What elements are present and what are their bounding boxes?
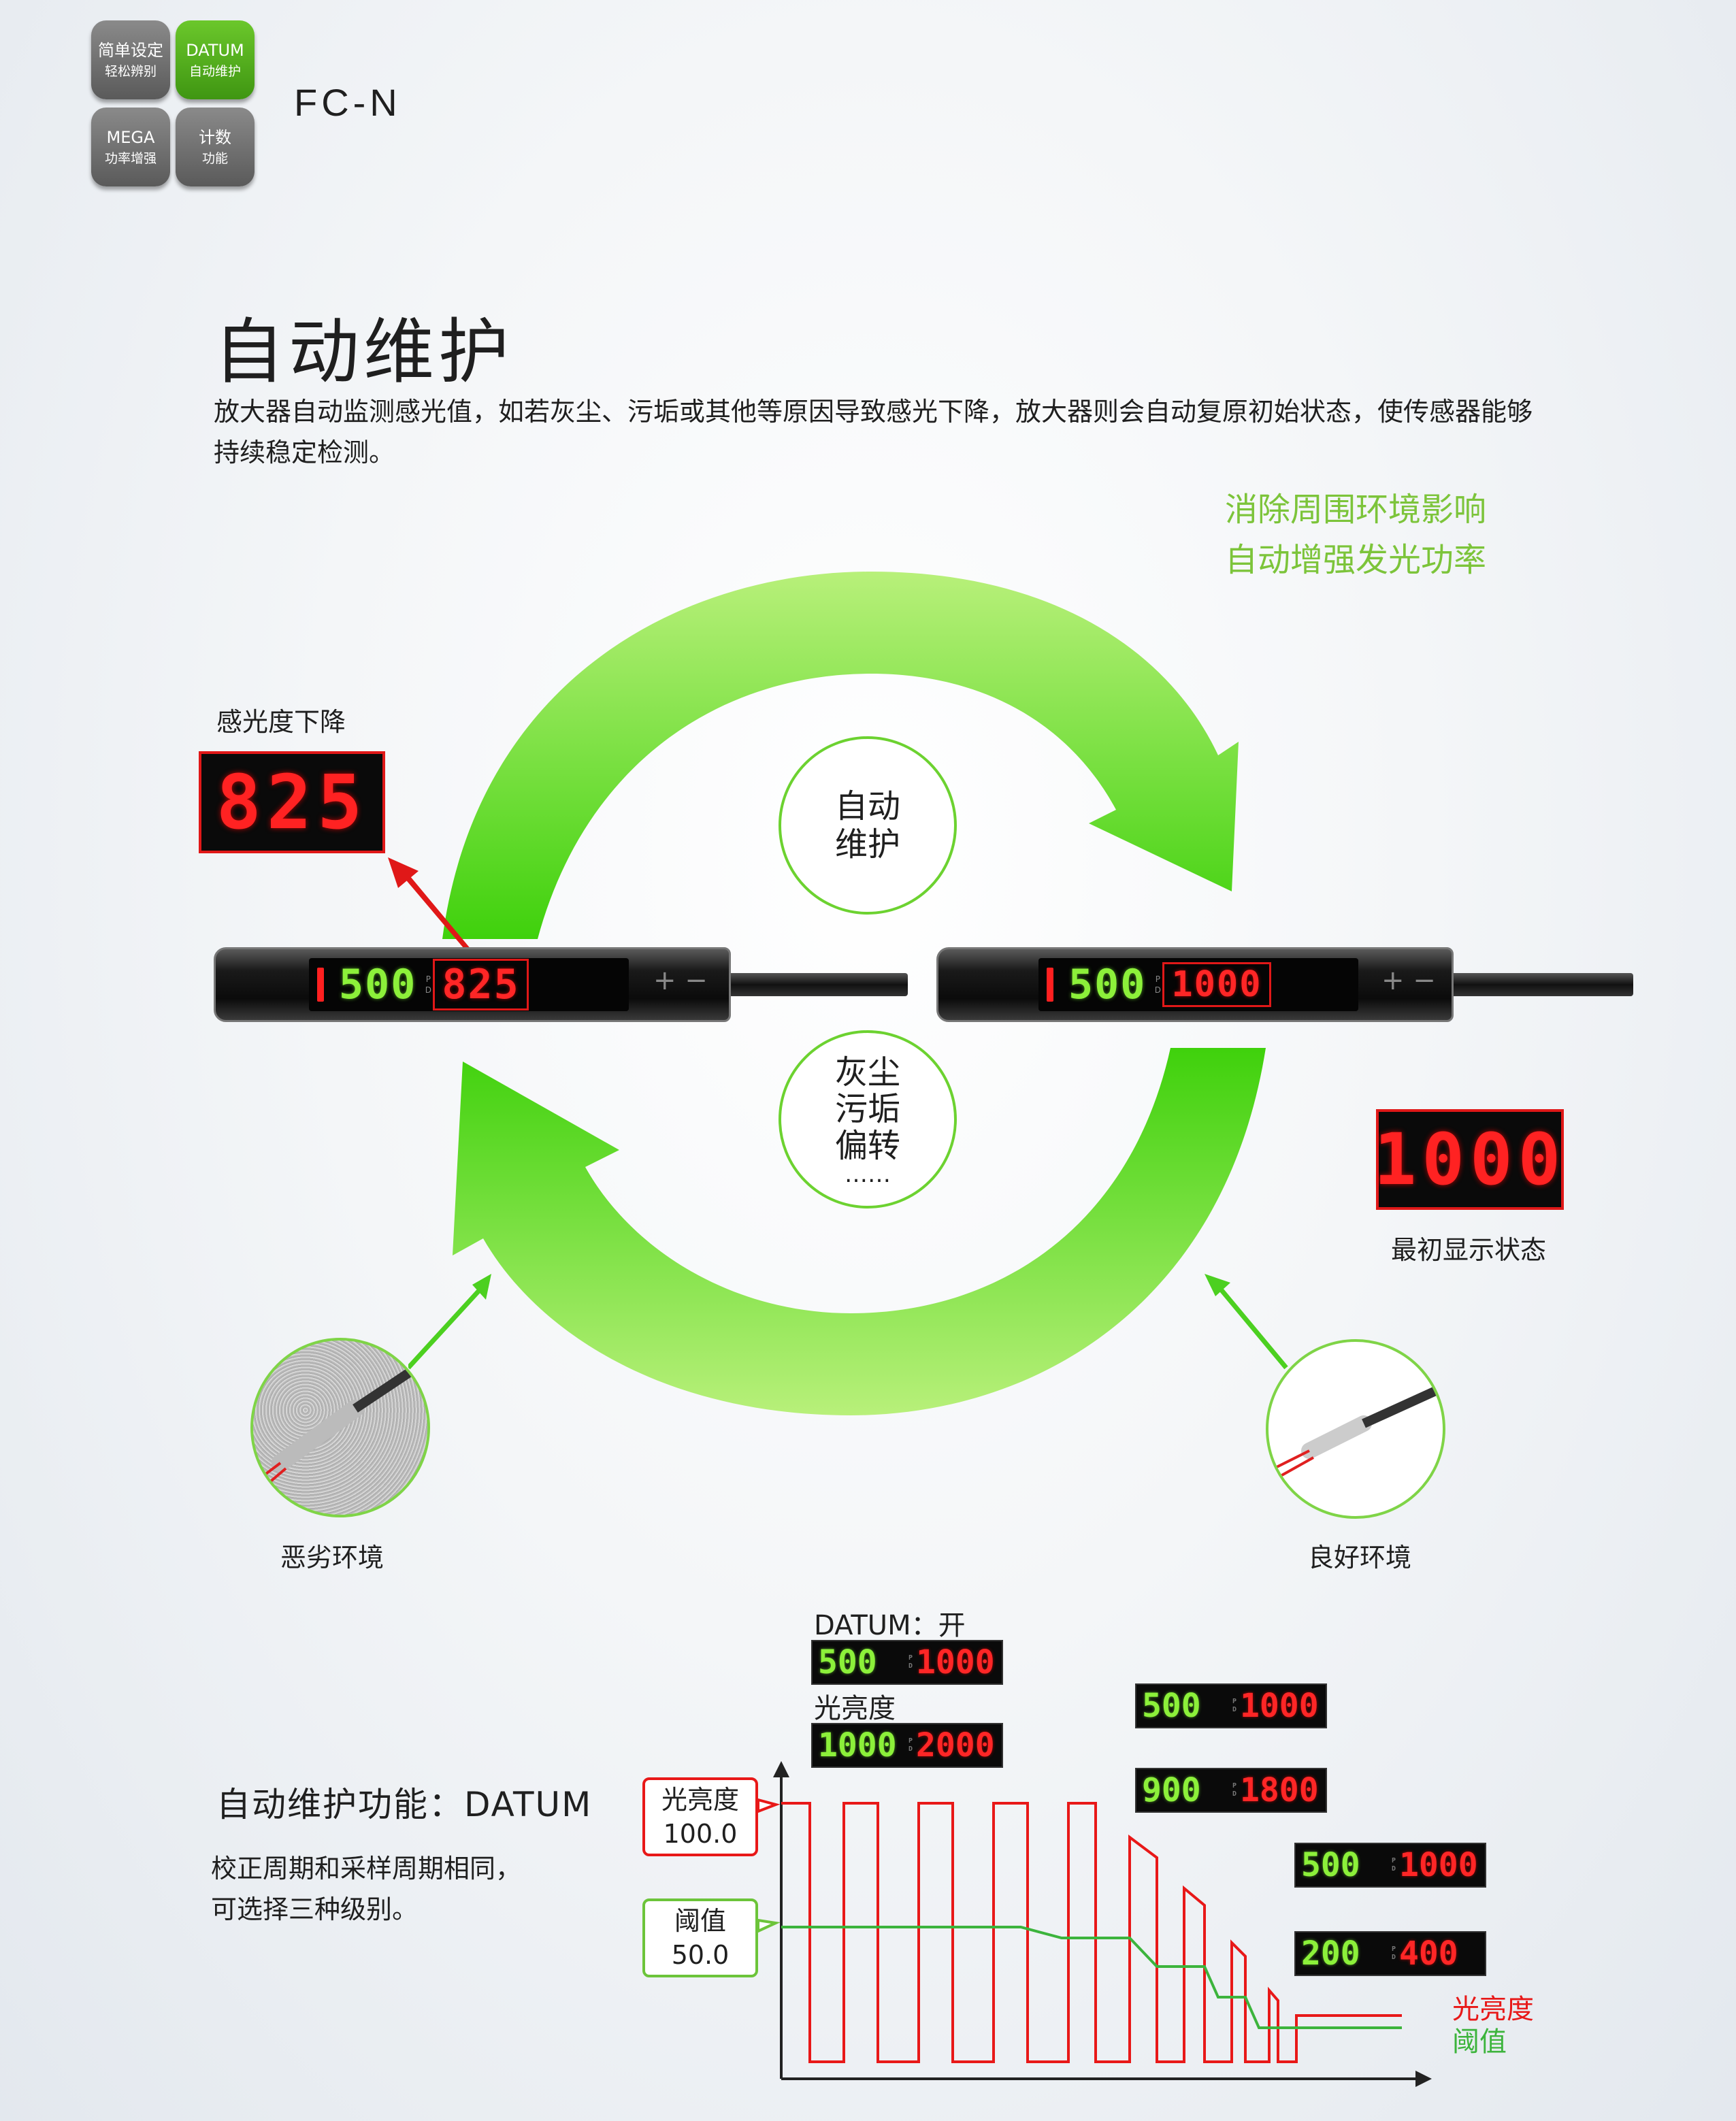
green-pointer-line <box>1216 1284 1288 1370</box>
brightness-callout: 光亮度 100.0 <box>642 1777 758 1856</box>
datum-heading: 自动维护功能：DATUM <box>216 1785 593 1824</box>
cycle-arrows-graphic <box>408 572 1293 1415</box>
red-arrowhead-left <box>388 857 478 961</box>
green-pointer-line <box>408 1284 485 1370</box>
brightness-label: 光亮度 <box>814 1693 896 1724</box>
status-led <box>317 968 324 1002</box>
description: 放大器自动监测感光值，如若灰尘、污垢或其他等原因导致感光下降，放大器则会自动复原… <box>214 397 1533 467</box>
green-pointer-head <box>472 1274 491 1300</box>
green-pointer-head <box>1205 1274 1230 1296</box>
legend-threshold: 阈值 <box>1452 2026 1507 2058</box>
datum-signal-chart <box>757 1761 1432 2087</box>
badge-mega: MEGA 功率增强 <box>91 108 170 186</box>
sensor-icon <box>1275 1385 1441 1478</box>
callout-pointer <box>757 1918 781 1934</box>
brightness-readout: 825 <box>433 959 529 1010</box>
initial-display: 1000 <box>1374 1109 1564 1210</box>
page-title: 自动维护 <box>214 310 514 393</box>
top-arrow <box>442 572 1239 939</box>
brightness-readout: 1000 <box>1162 962 1271 1007</box>
decrease-label: 感光度下降 <box>216 707 346 737</box>
badge-easy-setting: 简单设定 轻松辨别 <box>91 20 170 99</box>
cable <box>1440 973 1633 996</box>
y-axis-arrow <box>773 1761 789 1777</box>
good-environment-label: 良好环境 <box>1308 1543 1412 1573</box>
legend-brightness: 光亮度 <box>1452 1994 1534 2025</box>
dust-circle: 灰尘 污垢 偏转 …… <box>779 1030 957 1209</box>
plus-minus-icon: + − <box>653 965 708 996</box>
model-name: FC-N <box>294 81 402 124</box>
brightness-line <box>781 1802 1402 2063</box>
sensor-icon <box>253 1364 419 1493</box>
status-led <box>1047 968 1053 1002</box>
bottom-arrow <box>453 1048 1266 1415</box>
x-axis-arrow <box>1415 2071 1432 2087</box>
threshold-callout: 阈值 50.0 <box>642 1898 758 1977</box>
bad-environment-image <box>250 1338 430 1517</box>
plus-minus-icon: + − <box>1381 965 1436 996</box>
badge-count: 计数 功能 <box>176 108 255 186</box>
auto-maintain-circle: 自动 维护 <box>779 736 957 915</box>
highlight-text: 消除周围环境影响 自动增强发光功率 <box>1225 491 1487 579</box>
datum-note: 校正周期和采样周期相同， 可选择三种级别。 <box>211 1854 522 1924</box>
badge-datum: DATUM 自动维护 <box>176 20 255 99</box>
decrease-display: 825 <box>199 751 385 853</box>
bad-environment-label: 恶劣环境 <box>280 1543 384 1573</box>
threshold-readout: 500 <box>1068 961 1147 1008</box>
datum-on-label: DATUM：开 <box>814 1610 966 1641</box>
good-environment-image <box>1266 1339 1445 1519</box>
callout-pointer <box>757 1798 781 1813</box>
threshold-readout: 500 <box>339 961 417 1008</box>
cable <box>717 973 908 996</box>
initial-label: 最初显示状态 <box>1391 1235 1547 1265</box>
threshold-line <box>781 1926 1402 2029</box>
